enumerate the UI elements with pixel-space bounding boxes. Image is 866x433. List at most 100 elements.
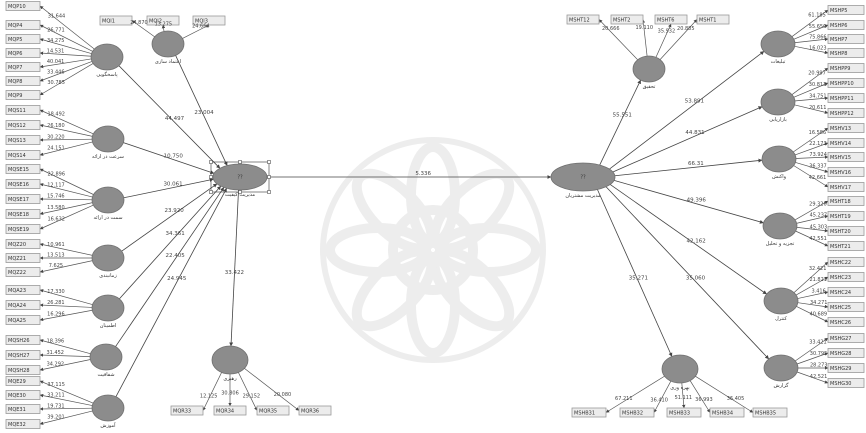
loading-value: 31.644	[48, 14, 66, 20]
indicator-box[interactable]: MSHPP10	[827, 78, 865, 88]
latent-construct[interactable]: کنترل	[763, 287, 799, 322]
latent-construct[interactable]: مدیریت مشتریان	[550, 162, 616, 199]
indicator-box[interactable]: MQP8	[5, 76, 41, 86]
indicator-box[interactable]: MSHT21	[827, 241, 865, 251]
indicator-box[interactable]: MSHV17	[827, 182, 865, 192]
indicator-box[interactable]: MSHP5	[827, 5, 865, 15]
path-arrow	[115, 187, 225, 347]
indicator-box[interactable]: MQSH27	[5, 350, 41, 360]
path-arrow	[599, 79, 642, 166]
indicator-box[interactable]: MSHV15	[827, 152, 865, 162]
indicator-box[interactable]: MQR36	[298, 405, 332, 416]
latent-construct[interactable]: بهره وری	[661, 354, 699, 391]
indicator-box[interactable]: MSHG27	[827, 333, 865, 343]
latent-construct[interactable]: سرعت در ارائه	[91, 125, 125, 160]
latent-construct[interactable]: بازاریابی	[760, 88, 796, 123]
indicator-box[interactable]: MSHB33	[666, 407, 702, 418]
indicator-box[interactable]: MQP10	[5, 1, 41, 11]
latent-construct[interactable]: اطمینان	[91, 294, 125, 329]
indicator-box[interactable]: MQR34	[213, 405, 247, 416]
indicator-box[interactable]: MSHV13	[827, 123, 865, 133]
indicator-box[interactable]: MSHT6	[654, 14, 688, 25]
latent-construct[interactable]: پاسخگویی	[90, 43, 124, 78]
indicator-box[interactable]: MSHPP9	[827, 63, 865, 73]
indicator-box[interactable]: MQSH26	[5, 335, 41, 345]
indicator-box[interactable]: MSHP8	[827, 48, 865, 58]
latent-construct[interactable]: آموزش	[91, 394, 125, 429]
latent-construct[interactable]: گزارش	[763, 354, 799, 389]
indicator-box[interactable]: MSHC23	[827, 272, 865, 282]
indicator-box[interactable]: MQI1	[99, 15, 133, 26]
indicator-box[interactable]: MSHB31	[571, 407, 607, 418]
indicator-box[interactable]: MQE31	[5, 404, 41, 414]
latent-construct[interactable]: واکنش	[761, 145, 797, 180]
loading-value: 61.185	[808, 13, 826, 19]
indicator-box[interactable]: MSHP7	[827, 34, 865, 44]
indicator-box[interactable]: MQP7	[5, 62, 41, 72]
indicator-box[interactable]: MSHPP11	[827, 93, 865, 103]
indicator-box[interactable]: MQSH28	[5, 365, 41, 375]
svg-text:MSHB34: MSHB34	[712, 411, 733, 417]
indicator-box[interactable]: MQR33	[170, 405, 204, 416]
indicator-box[interactable]: MSHC26	[827, 317, 865, 327]
indicator-box[interactable]: MQSE19	[5, 224, 41, 234]
indicator-box[interactable]: MSHG28	[827, 348, 865, 358]
indicator-box[interactable]: MSHB34	[709, 407, 745, 418]
indicator-box[interactable]: MSHPP12	[827, 108, 865, 118]
indicator-box[interactable]: MQS13	[5, 135, 41, 145]
indicator-box[interactable]: MQI3	[192, 15, 226, 26]
indicator-box[interactable]: MSHT19	[827, 211, 865, 221]
indicator-box[interactable]: MSHG29	[827, 363, 865, 373]
indicator-box[interactable]: MSHC25	[827, 302, 865, 312]
indicator-box[interactable]: MQZ20	[5, 239, 41, 249]
indicator-box[interactable]: MSHT18	[827, 196, 865, 206]
loading-value: 30.813	[809, 82, 827, 88]
indicator-box[interactable]: MQA24	[5, 300, 41, 310]
indicator-box[interactable]: MSHB35	[752, 407, 788, 418]
indicator-box[interactable]: MQR35	[256, 405, 290, 416]
indicator-box[interactable]: MSHT20	[827, 226, 865, 236]
indicator-box[interactable]: MQE30	[5, 390, 41, 400]
indicator-box[interactable]: MQP6	[5, 48, 41, 58]
indicator-box[interactable]: MQI2	[146, 15, 180, 26]
indicator-box[interactable]: MQP4	[5, 20, 41, 30]
indicator-box[interactable]: MQS11	[5, 105, 41, 115]
indicator-box[interactable]: MQE29	[5, 376, 41, 386]
latent-construct[interactable]: سمت در ارائه	[91, 186, 125, 221]
indicator-box[interactable]: MQA23	[5, 285, 41, 295]
indicator-box[interactable]: MQSE15	[5, 164, 41, 174]
latent-construct[interactable]: اعتماد سازی	[151, 30, 185, 65]
indicator-box[interactable]: MSHT1	[696, 14, 730, 25]
indicator-box[interactable]: MSHC24	[827, 287, 865, 297]
indicator-box[interactable]: MSHT2	[610, 14, 644, 25]
indicator-box[interactable]: MSHV14	[827, 138, 865, 148]
latent-construct[interactable]: مدیریت کیفیت	[212, 163, 268, 198]
latent-name: اعتماد سازی	[155, 59, 181, 65]
latent-construct[interactable]: تجزیه و تحلیل	[762, 212, 798, 247]
indicator-box[interactable]: MQA25	[5, 315, 41, 325]
indicator-box[interactable]: MQS14	[5, 150, 41, 160]
indicator-box[interactable]: MQSE17	[5, 194, 41, 204]
indicator-box[interactable]: MQP9	[5, 90, 41, 100]
latent-construct[interactable]: شفافیت	[89, 343, 123, 378]
loading-arrow	[39, 339, 92, 355]
latent-construct[interactable]: رهبری	[211, 345, 249, 382]
indicator-box[interactable]: MQZ22	[5, 267, 41, 277]
latent-construct[interactable]: تحقیق	[632, 55, 666, 90]
indicator-box[interactable]: MSHT12	[566, 14, 600, 25]
indicator-box[interactable]: MSHC22	[827, 257, 865, 267]
latent-construct[interactable]: زمانبندی	[91, 244, 125, 279]
indicator-box[interactable]: MQS12	[5, 120, 41, 130]
loading-value: 20.080	[274, 392, 292, 398]
indicator-box[interactable]: MSHG30	[827, 378, 865, 388]
indicator-box[interactable]: MQSE18	[5, 209, 41, 219]
indicator-box[interactable]: MSHB32	[619, 407, 655, 418]
indicator-box[interactable]: MSHP6	[827, 20, 865, 30]
indicator-box[interactable]: MQE32	[5, 419, 41, 429]
indicator-box[interactable]: MQP5	[5, 34, 41, 44]
indicator-box[interactable]: MQZ21	[5, 253, 41, 263]
indicator-box[interactable]: MSHV16	[827, 167, 865, 177]
indicator-box[interactable]: MQSE16	[5, 179, 41, 189]
selection-handles[interactable]	[209, 160, 271, 194]
latent-construct[interactable]: تبلیغات	[760, 30, 796, 65]
